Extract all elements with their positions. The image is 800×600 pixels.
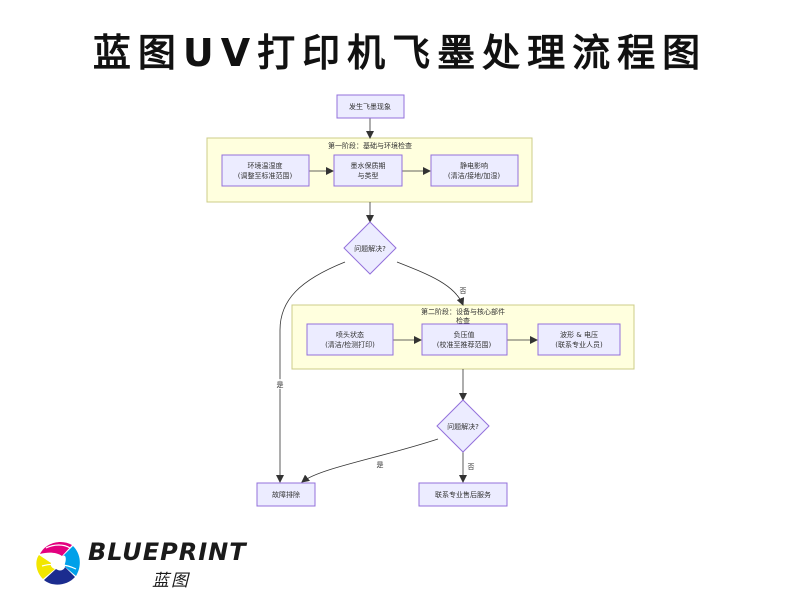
node-head-line2: (清洁/检测打印) bbox=[325, 340, 375, 349]
node-env-temp-line1: 环境温湿度 bbox=[248, 161, 283, 170]
node-static-line1: 静电影响 bbox=[460, 161, 488, 170]
node-done: 故障排除 bbox=[256, 482, 316, 507]
edge-check1-yes bbox=[276, 261, 346, 483]
node-check-2-label: 问题解决? bbox=[447, 422, 479, 431]
node-wave-line2: (联系专业人员) bbox=[555, 340, 603, 349]
edge-label-yes-1: 是 bbox=[277, 381, 284, 389]
node-done-label: 故障排除 bbox=[272, 490, 300, 499]
node-pressure-line1: 负压值 bbox=[454, 330, 475, 339]
node-ink-line1: 墨水保质期 bbox=[351, 161, 386, 170]
node-service: 联系专业售后服务 bbox=[418, 482, 508, 507]
cluster-stage-2-label-line2: 检查 bbox=[456, 316, 470, 325]
node-wave: 波形 & 电压 (联系专业人员) bbox=[537, 323, 621, 356]
page-title: 蓝图UV打印机飞墨处理流程图 bbox=[92, 31, 708, 75]
node-check-1-label: 问题解决? bbox=[354, 244, 386, 253]
edge-check2-yes bbox=[301, 438, 439, 483]
brand-logo: BLUEPRINT 蓝图 bbox=[30, 534, 260, 591]
node-start-label: 发生飞墨现象 bbox=[349, 102, 391, 111]
node-env-temp: 环境温湿度 (调整至标准范围) bbox=[221, 154, 310, 187]
edge-label-yes-2: 是 bbox=[377, 461, 384, 469]
edge-label-no-1: 否 bbox=[460, 287, 467, 295]
logo-globe-icon bbox=[35, 539, 81, 585]
node-check-1: 问题解决? bbox=[343, 221, 397, 275]
edge-check1-no bbox=[396, 261, 465, 306]
edges bbox=[276, 118, 538, 483]
edge-label-no-2: 否 bbox=[468, 463, 475, 471]
node-ink: 墨水保质期 与类型 bbox=[333, 154, 403, 187]
node-pressure: 负压值 (校准至推荐范围) bbox=[421, 323, 508, 356]
node-head: 喷头状态 (清洁/检测打印) bbox=[306, 323, 394, 356]
node-static: 静电影响 (清洁/接地/加湿) bbox=[430, 154, 519, 187]
logo-wordmark: BLUEPRINT bbox=[88, 538, 247, 566]
node-static-line2: (清洁/接地/加湿) bbox=[448, 171, 500, 180]
node-head-line1: 喷头状态 bbox=[336, 330, 364, 339]
edge-labels: 否 是 是 否 bbox=[274, 285, 477, 471]
logo-chinese-name: 蓝图 bbox=[152, 571, 190, 591]
node-wave-line1: 波形 & 电压 bbox=[560, 330, 598, 339]
node-pressure-line2: (校准至推荐范围) bbox=[437, 340, 492, 349]
node-env-temp-line2: (调整至标准范围) bbox=[238, 171, 293, 180]
node-check-2: 问题解决? bbox=[436, 399, 490, 453]
node-service-label: 联系专业售后服务 bbox=[435, 490, 491, 499]
cluster-stage-1-label: 第一阶段：基础与环境检查 bbox=[328, 141, 412, 150]
node-ink-line2: 与类型 bbox=[358, 171, 379, 180]
cluster-stage-2-label-line1: 第二阶段：设备与核心部件 bbox=[421, 307, 505, 316]
node-start: 发生飞墨现象 bbox=[336, 94, 405, 119]
